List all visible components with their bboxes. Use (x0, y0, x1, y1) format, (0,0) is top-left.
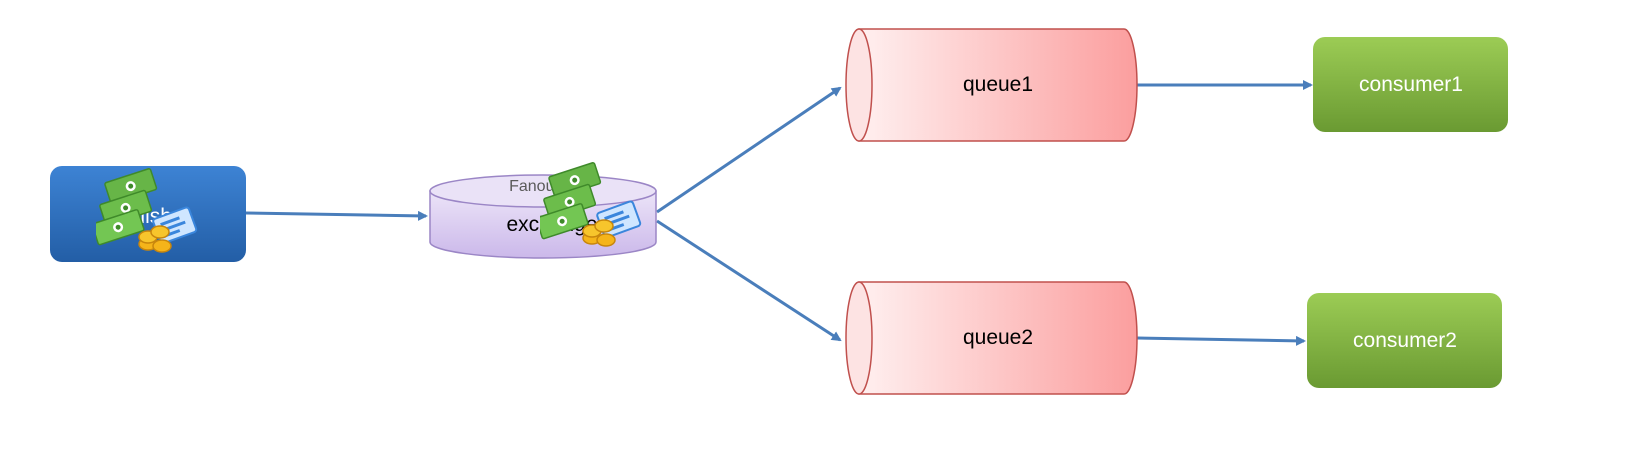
consumer2-label: consumer2 (1353, 329, 1457, 352)
arrow-publisher-to-exchange (245, 210, 428, 221)
queue1-cylinder[interactable] (845, 28, 1138, 142)
arrow-exchange-to-queue2 (656, 219, 842, 342)
consumer2-box[interactable] (1307, 293, 1502, 388)
exchange-type-label: Fanout (509, 178, 559, 195)
consumer1-label: consumer1 (1359, 73, 1463, 96)
queue2-label: queue2 (962, 326, 1034, 349)
arrow-exchange-to-queue1 (656, 86, 842, 214)
queue2-cylinder[interactable] (845, 281, 1138, 395)
money-icon (540, 161, 643, 247)
queue1-label: queue1 (962, 73, 1034, 96)
arrow-queue2-to-consumer2 (1136, 335, 1306, 346)
consumer1-box[interactable] (1313, 37, 1508, 132)
money-icon (96, 167, 199, 253)
